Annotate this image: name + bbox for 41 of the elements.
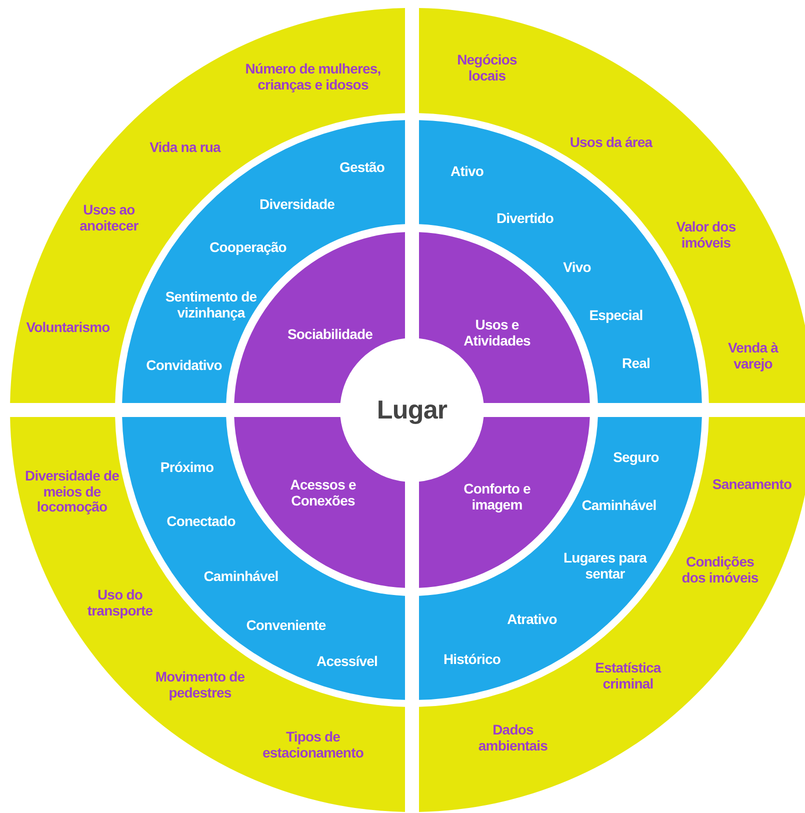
sector-label: Venda à varejo bbox=[726, 340, 780, 372]
sector-label: Próximo bbox=[160, 460, 214, 476]
sector-label: Número de mulheres, crianças e idosos bbox=[244, 61, 382, 93]
sector-label: Usos da área bbox=[570, 135, 652, 151]
sector-label: Atrativo bbox=[507, 612, 557, 628]
sector-label: Condições dos imóveis bbox=[680, 554, 760, 586]
sector-label: Caminhável bbox=[582, 498, 656, 514]
sector-label: Estatística criminal bbox=[594, 660, 662, 692]
sector-label: Divertido bbox=[496, 211, 554, 227]
sector-label: Especial bbox=[589, 308, 643, 324]
sector-label: Usos e Atividades bbox=[462, 317, 532, 349]
sector-label: Acessível bbox=[316, 654, 378, 670]
sector-label: Gestão bbox=[339, 160, 385, 176]
sector-label: Uso do transporte bbox=[86, 587, 154, 619]
sector-label: Sociabilidade bbox=[287, 327, 373, 343]
sector-label: Seguro bbox=[613, 450, 659, 466]
sector-label: Sentimento de vizinhança bbox=[164, 289, 258, 321]
sector-label: Negócios locais bbox=[456, 52, 518, 84]
center-title: Lugar bbox=[376, 395, 448, 425]
sector-label: Convidativo bbox=[146, 358, 222, 374]
sector-label: Caminhável bbox=[204, 569, 278, 585]
sector-label: Real bbox=[622, 356, 650, 372]
sector-label: Diversidade bbox=[260, 197, 334, 213]
sector-label: Voluntarismo bbox=[26, 320, 110, 336]
sector-label: Usos ao anoitecer bbox=[78, 202, 140, 234]
sector-label: Acessos e Conexões bbox=[289, 477, 357, 509]
sector-label: Diversidade de meios de locomoção bbox=[24, 468, 120, 516]
sector-label: Vivo bbox=[563, 260, 591, 276]
sector-label: Ativo bbox=[450, 164, 484, 180]
sector-label: Saneamento bbox=[712, 477, 792, 493]
sector-label: Conforto e imagem bbox=[462, 481, 532, 513]
sector-label: Lugares para sentar bbox=[562, 550, 648, 582]
sector-label: Conveniente bbox=[246, 618, 326, 634]
sector-label: Tipos de estacionamento bbox=[262, 729, 364, 761]
sector-label: Histórico bbox=[443, 652, 501, 668]
sector-label: Valor dos imóveis bbox=[675, 219, 737, 251]
sector-label: Dados ambientais bbox=[477, 722, 549, 754]
sector-label: Cooperação bbox=[210, 240, 286, 256]
sector-label: Movimento de pedestres bbox=[154, 669, 246, 701]
sector-label: Vida na rua bbox=[150, 140, 220, 156]
sector-label: Conectado bbox=[166, 514, 236, 530]
